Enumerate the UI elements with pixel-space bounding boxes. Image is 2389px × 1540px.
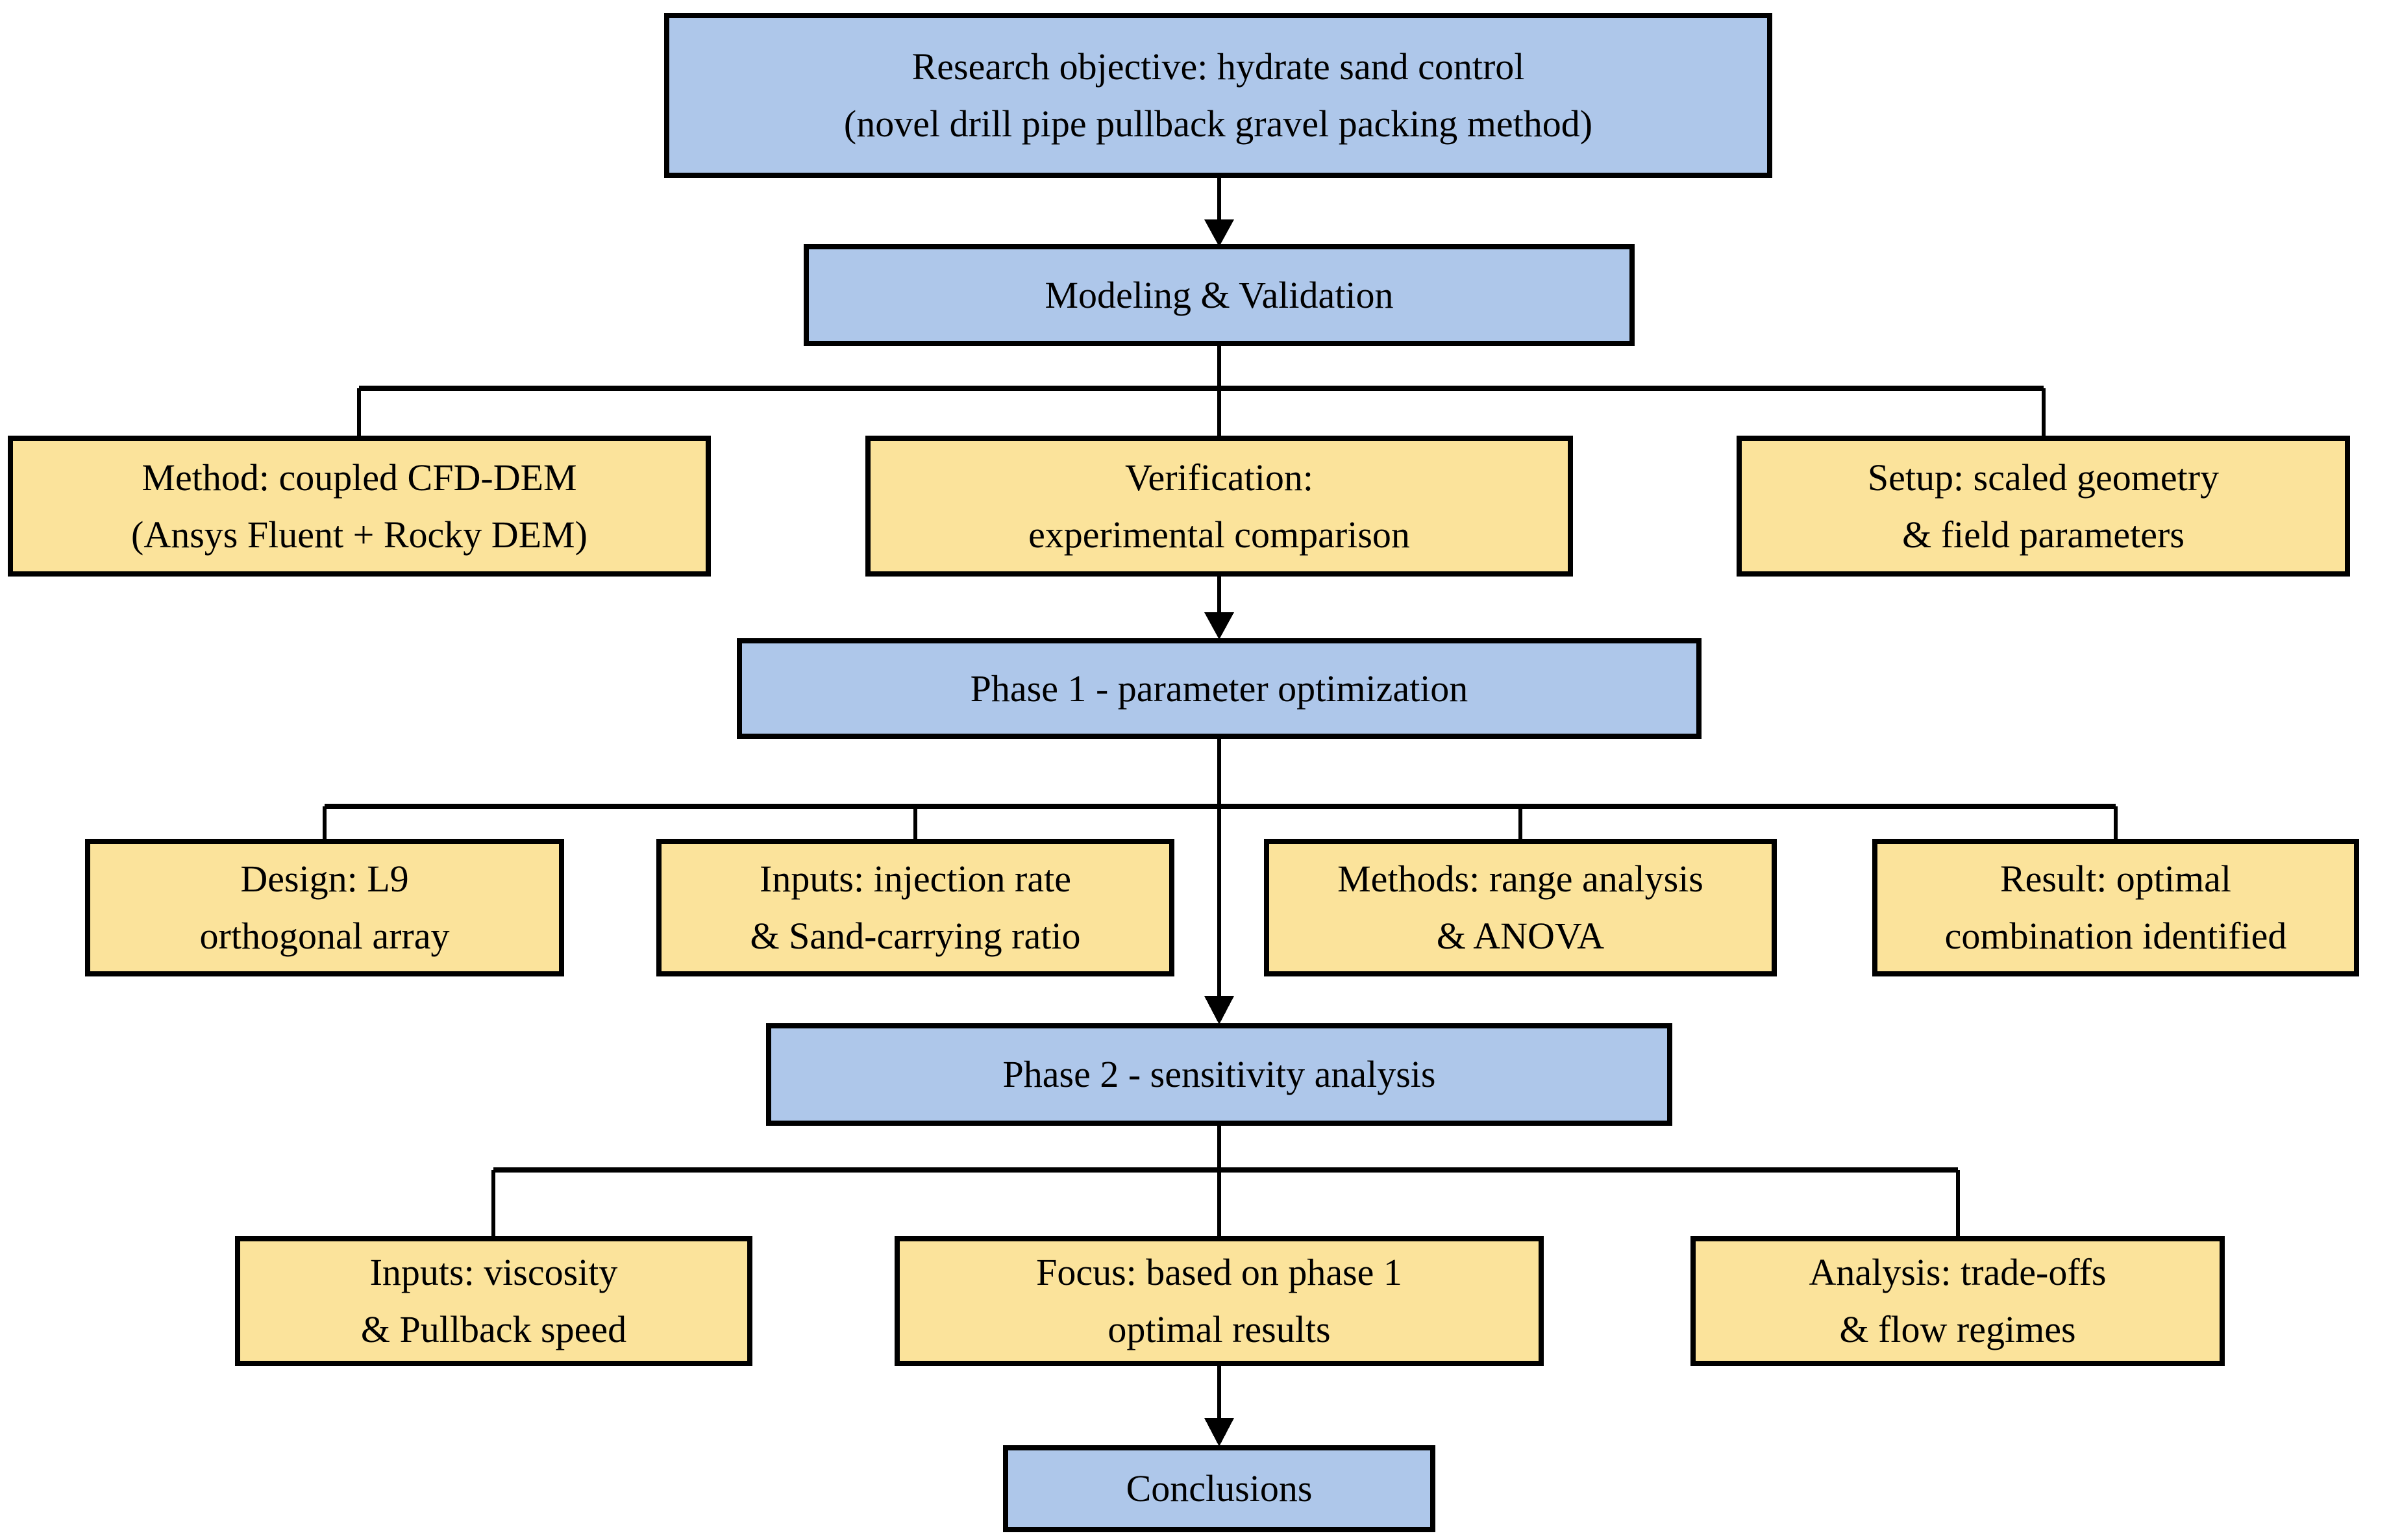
node-modeling-validation: Modeling & Validation bbox=[804, 244, 1635, 346]
node-inputs-phase1: Inputs: injection rate & Sand-carrying r… bbox=[656, 839, 1174, 976]
node-research-objective: Research objective: hydrate sand control… bbox=[664, 13, 1772, 178]
node-text-line: experimental comparison bbox=[1028, 513, 1410, 556]
node-inputs-phase2: Inputs: viscosity & Pullback speed bbox=[235, 1236, 752, 1366]
node-text-line: combination identified bbox=[1944, 915, 2287, 957]
node-text-line: Modeling & Validation bbox=[1045, 273, 1394, 316]
node-text-line: Research objective: hydrate sand control bbox=[911, 45, 1525, 88]
node-analysis: Analysis: trade-offs & flow regimes bbox=[1690, 1236, 2225, 1366]
node-text-line: optimal results bbox=[1108, 1308, 1331, 1350]
node-text-line: Methods: range analysis bbox=[1337, 858, 1703, 900]
node-text-line: orthogonal array bbox=[199, 915, 450, 957]
node-text-line: Focus: based on phase 1 bbox=[1036, 1251, 1402, 1293]
node-text-line: Conclusions bbox=[1126, 1467, 1313, 1509]
node-text-line: Design: L9 bbox=[240, 858, 409, 900]
node-text-line: (novel drill pipe pullback gravel packin… bbox=[843, 103, 1593, 145]
node-text-line: Setup: scaled geometry bbox=[1867, 456, 2220, 499]
node-text-line: Verification: bbox=[1125, 456, 1313, 499]
node-text-line: & ANOVA bbox=[1436, 915, 1605, 957]
node-text-line: Phase 1 - parameter optimization bbox=[970, 667, 1468, 710]
node-text-line: & field parameters bbox=[1902, 513, 2185, 556]
node-text-line: Phase 2 - sensitivity analysis bbox=[1002, 1053, 1436, 1095]
node-verification: Verification: experimental comparison bbox=[865, 436, 1573, 577]
node-design-l9: Design: L9 orthogonal array bbox=[85, 839, 564, 976]
node-text-line: (Ansys Fluent + Rocky DEM) bbox=[131, 513, 588, 556]
node-text-line: Analysis: trade-offs bbox=[1809, 1251, 2107, 1293]
node-result-optimal: Result: optimal combination identified bbox=[1872, 839, 2359, 976]
node-focus: Focus: based on phase 1 optimal results bbox=[895, 1236, 1544, 1366]
node-text-line: & Sand-carrying ratio bbox=[750, 915, 1081, 957]
node-text-line: Method: coupled CFD-DEM bbox=[142, 456, 577, 499]
node-text-line: Inputs: viscosity bbox=[369, 1251, 618, 1293]
node-text-line: & flow regimes bbox=[1839, 1308, 2076, 1350]
node-text-line: Inputs: injection rate bbox=[760, 858, 1071, 900]
node-phase1: Phase 1 - parameter optimization bbox=[737, 638, 1702, 739]
node-setup: Setup: scaled geometry & field parameter… bbox=[1737, 436, 2350, 577]
node-phase2: Phase 2 - sensitivity analysis bbox=[766, 1023, 1672, 1126]
node-method-cfd-dem: Method: coupled CFD-DEM (Ansys Fluent + … bbox=[8, 436, 711, 577]
node-methods-anova: Methods: range analysis & ANOVA bbox=[1264, 839, 1777, 976]
node-text-line: Result: optimal bbox=[1999, 858, 2232, 900]
node-text-line: & Pullback speed bbox=[360, 1308, 627, 1350]
node-conclusions: Conclusions bbox=[1003, 1445, 1435, 1532]
